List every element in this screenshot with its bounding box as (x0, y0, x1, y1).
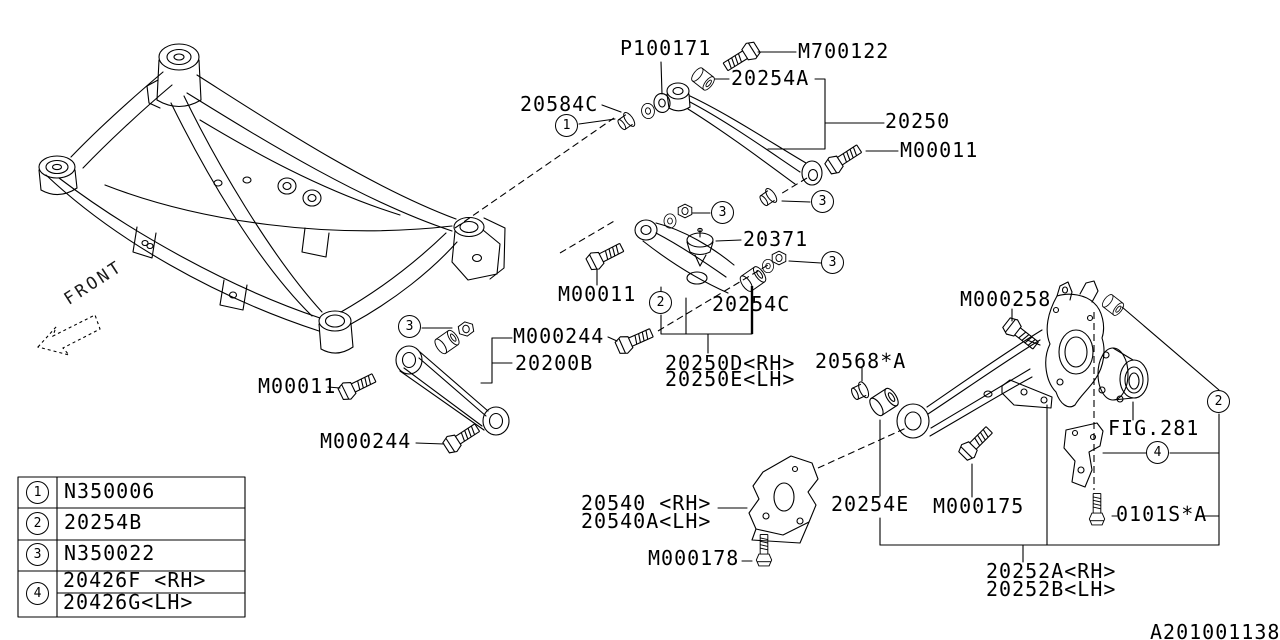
figure-reference-label[interactable]: FIG.281 (1108, 416, 1200, 440)
part-label-m000258[interactable]: M000258 (960, 287, 1052, 311)
callout-1-bubble: 1 (555, 114, 578, 137)
part-label-20252b-lh[interactable]: 20252B<LH> (986, 577, 1117, 601)
part-label-20371[interactable]: 20371 (743, 227, 809, 251)
rear-subframe-drawing (38, 43, 506, 354)
legend-part-n350022[interactable]: N350022 (64, 541, 156, 565)
lower-lateral-link-20200b-drawing (336, 320, 510, 456)
part-label-p100171[interactable]: P100171 (620, 36, 712, 60)
bump-stop-20371-drawing (686, 227, 714, 267)
part-label-20200b[interactable]: 20200B (515, 351, 594, 375)
part-label-m700122[interactable]: M700122 (798, 39, 890, 63)
callout-3-bubble: 3 (821, 251, 844, 274)
callout-2-bubble: 2 (649, 291, 672, 314)
legend-part-n350006[interactable]: N350006 (64, 479, 156, 503)
part-label-20254a[interactable]: 20254A (731, 66, 810, 90)
front-lateral-link-20250-drawing (614, 39, 865, 210)
legend-part-20426f-rh[interactable]: 20426F <RH> (63, 568, 207, 592)
part-label-m00011-top[interactable]: M00011 (900, 138, 979, 162)
legend-callout-2: 2 (26, 512, 49, 535)
callout-2-bubble: 2 (1207, 390, 1230, 413)
part-label-20250e-lh[interactable]: 20250E<LH> (665, 367, 796, 391)
part-label-20254c[interactable]: 20254C (712, 292, 791, 316)
legend-callout-3: 3 (26, 543, 49, 566)
part-label-m000178[interactable]: M000178 (648, 546, 740, 570)
legend-part-20254b[interactable]: 20254B (64, 510, 143, 534)
front-direction-arrow (36, 314, 101, 356)
part-label-20568a[interactable]: 20568*A (815, 349, 907, 373)
part-label-20252a-rh[interactable]: 20252A<RH> (986, 559, 1117, 583)
leader-lines (327, 51, 1220, 563)
legend-table-grid (17, 476, 246, 618)
part-label-20540a-lh[interactable]: 20540A<LH> (581, 509, 712, 533)
stay-bracket-20426-drawing (1063, 422, 1106, 526)
hub-bearing-drawing (1097, 347, 1149, 403)
callout-4-bubble: 4 (1146, 441, 1169, 464)
part-label-m000175[interactable]: M000175 (933, 494, 1025, 518)
callout-3-bubble: 3 (398, 315, 421, 338)
part-label-m000244-lower[interactable]: M000244 (320, 429, 412, 453)
part-label-m00011-mid[interactable]: M00011 (558, 282, 637, 306)
assembly-axis-lines (454, 117, 1095, 490)
figure-code: A201001138 (1150, 620, 1280, 640)
part-label-20540-rh[interactable]: 20540 <RH> (581, 491, 712, 515)
part-label-m000244-upper[interactable]: M000244 (513, 324, 605, 348)
part-label-0101s-a[interactable]: 0101S*A (1116, 502, 1208, 526)
part-label-20584c[interactable]: 20584C (520, 92, 599, 116)
part-label-20254e[interactable]: 20254E (831, 492, 910, 516)
arm-bracket-20540-drawing (748, 455, 819, 567)
callout-3-bubble: 3 (711, 201, 734, 224)
legend-part-20426g-lh[interactable]: 20426G<LH> (63, 590, 194, 614)
callout-3-bubble: 3 (811, 190, 834, 213)
rear-upper-lateral-link-drawing (584, 203, 787, 357)
part-label-20250d-rh[interactable]: 20250D<RH> (665, 351, 796, 375)
legend-callout-1: 1 (26, 481, 49, 504)
part-label-m00011-left[interactable]: M00011 (258, 374, 337, 398)
legend-callout-4: 4 (26, 582, 49, 605)
trailing-arm-and-knuckle-drawing (848, 280, 1127, 463)
part-label-20250[interactable]: 20250 (885, 109, 951, 133)
